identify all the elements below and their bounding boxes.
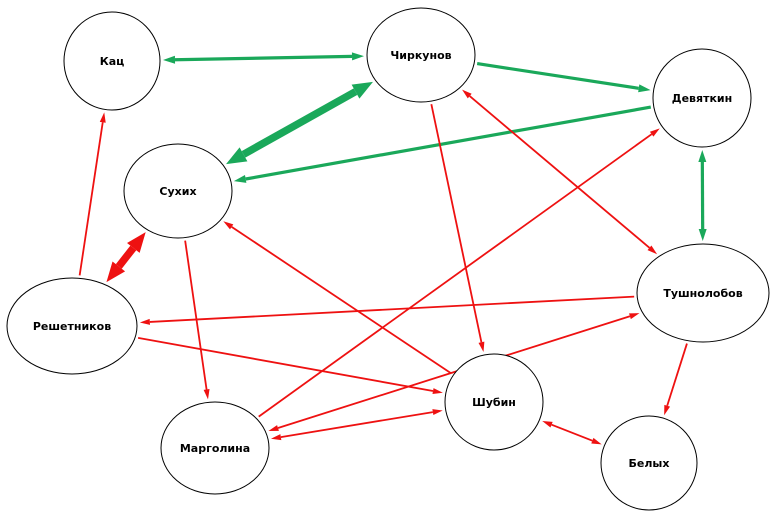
edge-line [149,295,635,323]
edge-devyat-suhih [233,105,652,183]
arrowhead [462,89,472,99]
edge-devyat-tushn [698,149,707,242]
edge-chirk-devyat [476,62,651,93]
edge-line [231,226,452,375]
edge-line [78,122,104,276]
node-margol: Марголина [160,401,270,495]
node-chirk: Чиркунов [366,7,476,103]
node-ellipse [652,48,752,148]
node-label: Шубин [472,396,516,409]
edge-tushn-resh [139,295,635,325]
node-label: Кац [100,55,125,68]
node-ellipse [366,7,476,103]
edge-line [241,88,358,158]
node-label: Сухих [159,185,196,198]
edge-line [184,240,208,390]
arrowhead [664,404,671,416]
arrowhead [478,341,485,353]
edge-chirk-shubin [430,103,485,353]
edge-line [258,133,653,418]
arrowhead [223,221,234,230]
edge-shubin-belyh [542,420,602,445]
edge-margol-devyat [258,128,660,418]
edge-line [476,62,639,90]
edge-line [174,54,353,62]
edge-resh-kac [78,112,106,276]
arrowhead [591,437,602,445]
edge-kac-chirk [162,52,365,64]
edge-margol-shubin [270,409,443,441]
arrowhead [162,55,176,64]
edge-line [551,423,593,442]
node-label: Тушнолобов [663,287,742,300]
arrowhead [99,112,106,123]
node-label: Решетников [33,320,111,333]
arrowhead [351,81,373,99]
arrowhead [268,425,279,432]
edge-line [137,337,434,392]
arrowhead [698,149,707,163]
edge-line [115,245,137,269]
node-shubin: Шубин [444,353,544,451]
arrowhead [139,318,150,325]
node-label: Чиркунов [390,49,451,62]
arrowhead [270,434,282,441]
arrowhead [127,232,146,253]
edge-line [245,105,652,181]
arrowhead [647,245,658,255]
nodes-layer: Кац ЧиркуновДевяткинСухихТушнолобовРешетн… [6,7,770,511]
arrowhead [351,52,365,61]
node-resh: Решетников [6,277,138,375]
node-label: Марголина [180,442,250,455]
node-devyat: Девяткин [652,48,752,148]
arrowhead [203,389,210,400]
arrowhead [432,388,443,394]
edges-layer [78,52,707,445]
edge-tushn-belyh [664,343,688,416]
node-suhih: Сухих [123,143,233,239]
edge-line [666,343,688,407]
node-ellipse [444,353,544,451]
edge-suhih-resh [106,232,146,283]
arrowhead [698,228,707,242]
node-ellipse [600,415,698,511]
edge-resh-shubin [137,337,443,394]
node-belyh: Белых [600,415,698,511]
node-ellipse [123,143,233,239]
node-ellipse [160,401,270,495]
edge-line [469,95,651,249]
node-kac: Кац [63,11,161,111]
node-ellipse [63,11,161,111]
arrowhead [638,84,651,93]
edge-chirk-suhih [226,81,373,165]
node-ellipse [6,277,138,375]
node-label: Девяткин [672,92,732,105]
edge-line [430,103,483,343]
edge-margol-tushn [268,313,640,432]
edge-line [280,411,433,439]
edge-line [277,315,631,429]
edge-shubin-suhih [223,221,452,375]
arrowhead [233,175,247,183]
edge-suhih-margol [184,240,210,400]
node-tushn: Тушнолобов [636,243,770,343]
arrowhead [629,313,640,320]
arrowhead [542,420,553,428]
arrowhead [226,147,248,165]
edge-tushn-chirk [462,89,658,255]
arrowhead [649,128,660,137]
node-label: Белых [629,457,670,470]
arrowhead [106,261,126,283]
node-ellipse [636,243,770,343]
arrowhead [432,409,443,416]
